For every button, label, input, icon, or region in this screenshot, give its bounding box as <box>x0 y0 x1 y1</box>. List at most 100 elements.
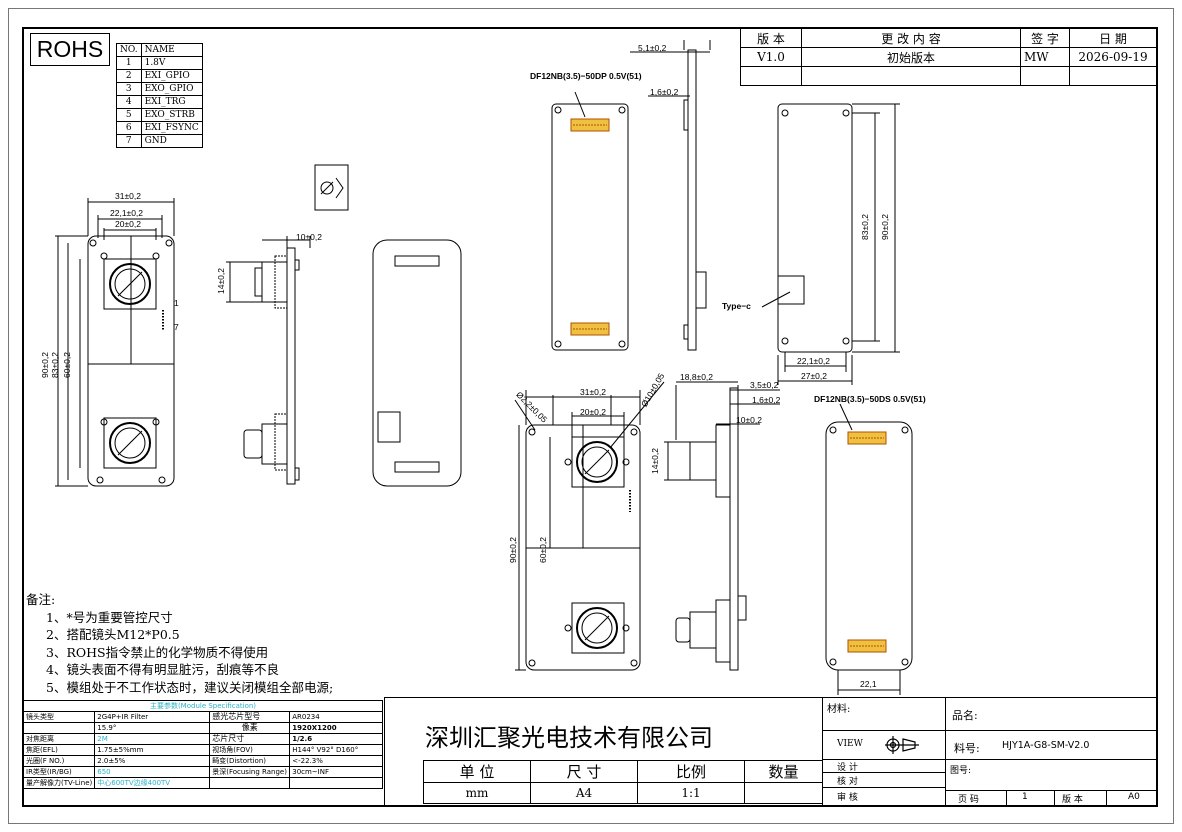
version-number: A0 <box>1128 792 1140 802</box>
technical-drawing <box>55 40 913 695</box>
dim-label: 83±0,2 <box>859 214 870 240</box>
part-number: HJY1A-G8-SM-V2.0 <box>1002 740 1090 751</box>
divider <box>1106 790 1107 807</box>
drawing-label: 图号: <box>950 766 972 776</box>
spec-cell: 畸变(Distortion) <box>209 755 291 767</box>
review-label: 审 核 <box>837 793 858 803</box>
projection-icon <box>885 736 919 754</box>
dim-label: 5,1±0,2 <box>638 43 667 53</box>
spec-cell: 650 <box>94 766 211 778</box>
spec-cell: 1920X1200 <box>289 722 383 734</box>
spec-cell: 量产解像力(TV-Line) <box>22 777 96 789</box>
table-row: 单 位 尺 寸 比例 数量 <box>423 760 823 783</box>
tb-header-unit: 单 位 <box>423 760 531 783</box>
view-label: VIEW <box>837 739 863 749</box>
connector-board-bottom <box>825 403 913 695</box>
divider <box>823 787 946 788</box>
side-view-top <box>226 236 311 485</box>
spec-cell: IR类型(IR/BG) <box>22 766 96 778</box>
dim-label: 20±0,2 <box>580 407 606 417</box>
spec-title: 主要参数(Module Specification) <box>23 700 383 712</box>
spec-cell: <-22.3% <box>289 755 383 767</box>
dim-label: 14±0,2 <box>649 448 660 474</box>
spec-cell: 焦距(EFL) <box>22 744 96 756</box>
tb-size: A4 <box>530 782 638 804</box>
spec-cell: 2.0±5% <box>94 755 211 767</box>
spec-cell: H144° V92° D160° <box>289 744 383 756</box>
dim-label: 60±0,2 <box>537 537 548 563</box>
drawing-frame <box>22 27 1158 807</box>
view-row: VIEW <box>823 730 946 760</box>
tb-scale: 1:1 <box>637 782 745 804</box>
spec-cell: 镜头类型 <box>22 711 96 723</box>
title-unit-table: 单 位 尺 寸 比例 数量 mm A4 1:1 <box>423 760 823 804</box>
rev-empty <box>1069 66 1157 86</box>
dim-label: 27±0,2 <box>801 371 827 381</box>
notes-block: 备注: 1、*号为重要管控尺寸 2、搭配镜头M12*P0.5 3、ROHS指令禁… <box>26 591 333 696</box>
spec-cell: 30cm~INF <box>289 766 383 778</box>
material-label: 材料: <box>827 704 851 715</box>
material-cell: 材料: VIEW 设 计 核 对 审 核 <box>822 697 946 807</box>
board-view-top-middle <box>372 239 462 487</box>
note-item: 5、模组处于不工作状态时，建议关闭模组全部电源; <box>46 679 334 695</box>
divider <box>1054 790 1055 807</box>
tb-unit: mm <box>423 782 531 804</box>
connector-board-top <box>551 91 629 351</box>
table-row: mm A4 1:1 <box>423 782 823 804</box>
dim-label: 31±0,2 <box>115 191 141 201</box>
table-row <box>740 66 1157 86</box>
revision-header: 版 本 更 改 内 容 签 字 日 期 <box>740 28 1157 48</box>
divider <box>946 759 1157 760</box>
note-item: 4、镜头表面不得有明显脏污，刮痕等不良 <box>46 662 279 677</box>
divider <box>946 790 1157 791</box>
spec-cell <box>209 777 291 789</box>
tb-header-size: 尺 寸 <box>530 760 638 783</box>
note-item: 2、搭配镜头M12*P0.5 <box>46 627 180 642</box>
dim-label: 3,5±0,2 <box>750 380 779 390</box>
tb-qty <box>744 782 823 804</box>
side-view-bottom <box>664 381 780 671</box>
table-row: V1.0 初始版本 MW 2026-09-19 <box>740 47 1157 67</box>
connector-bottom-label: DF12NB(3.5)−50DS 0.5V(51) <box>814 394 926 404</box>
spec-cell <box>22 722 96 734</box>
spec-cell: 对焦距离 <box>22 733 96 745</box>
spec-cell: 1.75±5%mm <box>94 744 211 756</box>
dim-label: 20±0,2 <box>115 219 141 229</box>
spec-cell: 1/2.6 <box>289 733 383 745</box>
part-label: 料号: <box>954 742 980 755</box>
spec-cell: 光圈(F NO.) <box>22 755 96 767</box>
pin-7-label: 7 <box>174 322 179 332</box>
company-name: 深圳汇聚光电技术有限公司 <box>425 724 713 752</box>
page-label: 页 码 <box>958 795 979 805</box>
pin-name: GND <box>140 134 203 148</box>
dim-label: 10±0,2 <box>736 415 762 425</box>
dim-label: 1,6±0,2 <box>752 395 781 405</box>
revision-table: 版 本 更 改 内 容 签 字 日 期 V1.0 初始版本 MW 2026-09… <box>740 28 1157 86</box>
spec-cell: 感光芯片型号 <box>209 711 291 723</box>
dim-label: 31±0,2 <box>580 387 606 397</box>
design-label: 设 计 <box>837 763 858 773</box>
spec-cell: 像素 <box>209 722 291 734</box>
product-info: 品名: 料号: HJY1A-G8-SM-V2.0 图号: 页 码 1 版 本 A… <box>946 697 1157 807</box>
title-block: 深圳汇聚光电技术有限公司 单 位 尺 寸 比例 数量 mm A4 1:1 <box>384 697 1157 807</box>
front-view <box>55 198 175 487</box>
outer-border <box>8 8 1174 824</box>
dim-label: 60±0,2 <box>61 352 72 378</box>
note-item: 1、*号为重要管控尺寸 <box>46 609 173 625</box>
dim-label: 10±0,2 <box>296 232 322 242</box>
check-label: 核 对 <box>837 777 858 787</box>
dim-label: 22,1±0,2 <box>110 208 144 218</box>
spec-cell: AR0234 <box>289 711 383 723</box>
product-label: 品名: <box>952 709 978 722</box>
pin-1-label: 1 <box>174 298 179 308</box>
front-view-bottom <box>514 381 665 671</box>
rev-col-date: 日 期 <box>1069 28 1157 48</box>
